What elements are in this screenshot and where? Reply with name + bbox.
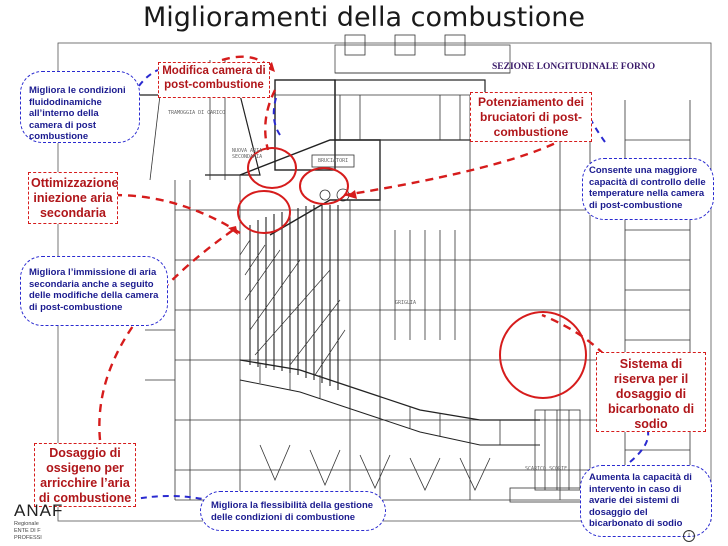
arrow-aumenta	[629, 431, 650, 463]
highlight-bicarbonate-system	[499, 311, 587, 399]
callout-dosaggio-ossigeno: Dosaggio di ossigeno per arricchire l’ar…	[34, 443, 136, 507]
logo-line-1: Regionale	[14, 521, 39, 527]
cc-license-icon: i	[683, 530, 695, 542]
anaf-logo: ANAF Regionale ENTE DI F PROFESSI	[14, 501, 63, 542]
label-tramoggia: TRAMOGGIA DI CARICO	[168, 110, 226, 116]
label-nuova-aria: NUOVA ARIA SECONDARIA	[232, 148, 263, 160]
logo-line-2: ENTE DI F	[14, 528, 41, 534]
arrow-heads	[228, 62, 357, 235]
callout-ottimizzazione: Ottimizzazione iniezione aria secondaria	[28, 172, 119, 224]
callout-migliora-condizioni: Migliora le condizioni fluidodinamiche a…	[20, 71, 140, 143]
callout-consente: Consente una maggiore capacità di contro…	[582, 158, 714, 220]
arrow-condizioni-link	[272, 97, 281, 136]
logo-name: ANAF	[14, 501, 64, 520]
page-title: Miglioramenti della combustione	[143, 2, 585, 33]
callout-sistema-riserva: Sistema di riserva per il dosaggio di bi…	[596, 352, 706, 432]
callout-potenziamento: Potenziamento dei bruciatori di post-com…	[470, 92, 592, 142]
section-label: SEZIONE LONGITUDINALE FORNO	[492, 62, 656, 72]
label-bruciatori: BRUCIATORI	[318, 158, 349, 164]
callout-modifica-camera: Modifica camera di post-combustione	[158, 62, 270, 98]
highlight-burners	[299, 167, 349, 205]
arrow-dosaggio	[98, 227, 237, 441]
callout-migliora-flessibilita: Migliora la flessibilità della gestione …	[200, 491, 386, 531]
highlight-circles	[237, 147, 587, 399]
highlight-secondary-air	[237, 190, 291, 234]
label-scarico: SCARICO SCORIE	[525, 466, 568, 472]
callout-migliora-immissione: Migliora l’immissione di aria secondaria…	[20, 256, 168, 326]
highlight-post-combustion-chamber	[247, 147, 297, 189]
callout-aumenta-capacita: Aumenta la capacità di intervento in cas…	[580, 465, 712, 537]
logo-line-3: PROFESSI	[14, 535, 42, 541]
arrow-ottimizzazione	[113, 193, 241, 235]
arrow-modifica-2	[264, 89, 277, 151]
combustion-chamber-hatching	[249, 205, 339, 390]
label-griglia: GRIGLIA	[395, 300, 417, 306]
arrow-consente	[589, 117, 606, 143]
arrow-flessibilita	[129, 495, 209, 501]
inclined-hatching	[239, 239, 346, 376]
